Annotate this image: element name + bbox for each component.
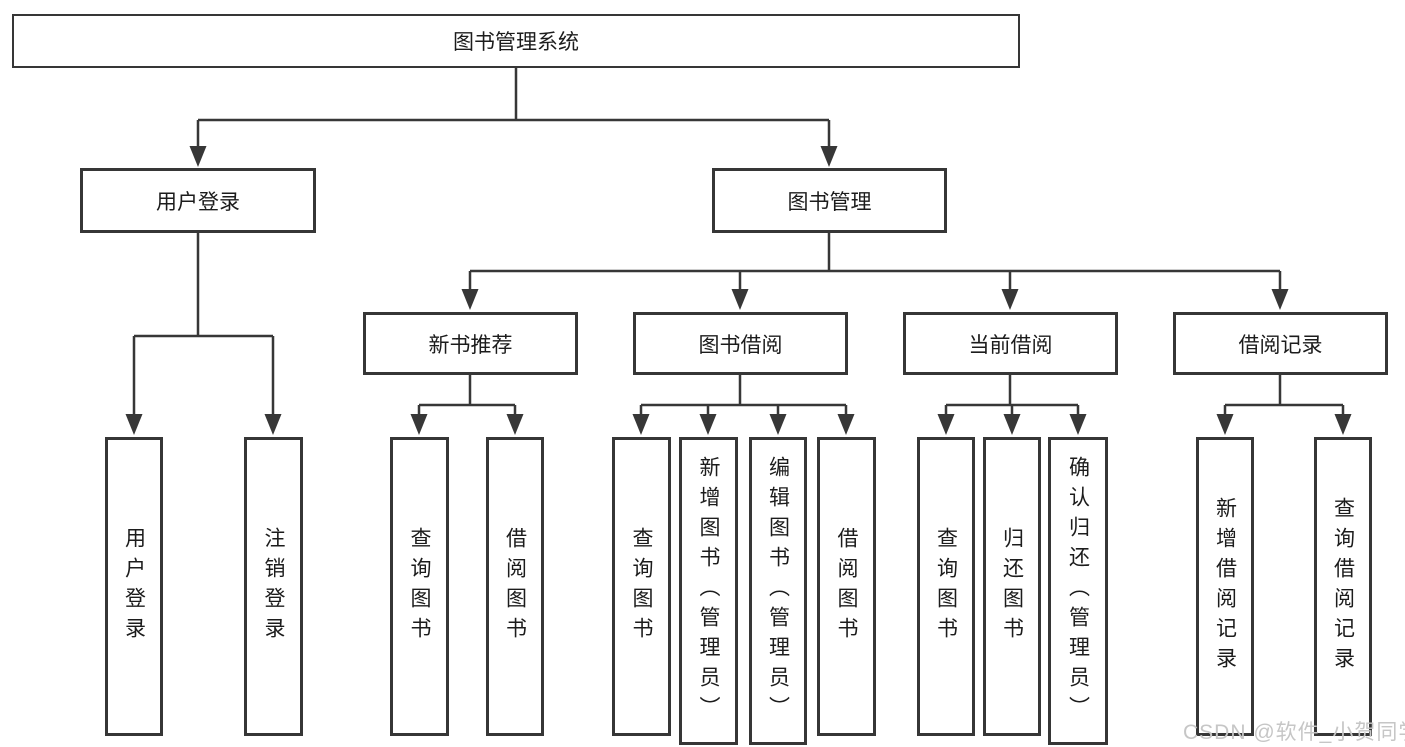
watermark: CSDN @软件_小贺同学 (1183, 721, 1405, 744)
leaf-borrow-books-borrowing: 借阅图书 (817, 437, 876, 736)
leaf-borrow-books-newbook: 借阅图书 (486, 437, 544, 736)
node-library-system: 图书管理系统 (12, 14, 1020, 68)
node-new-book-recommendation: 新书推荐 (363, 312, 578, 375)
leaf-return-books: 归还图书 (983, 437, 1041, 736)
leaf-query-books-current: 查询图书 (917, 437, 975, 736)
node-borrowing-records: 借阅记录 (1173, 312, 1388, 375)
leaf-query-books-newbook: 查询图书 (390, 437, 449, 736)
leaf-edit-book-admin: 编辑图书（管理员） (749, 437, 807, 745)
leaf-add-book-admin: 新增图书（管理员） (679, 437, 738, 745)
leaf-user-login: 用户登录 (105, 437, 163, 736)
leaf-add-borrow-record: 新增借阅记录 (1196, 437, 1254, 736)
node-book-management: 图书管理 (712, 168, 947, 233)
leaf-confirm-return-admin: 确认归还（管理员） (1048, 437, 1108, 745)
leaf-logout: 注销登录 (244, 437, 303, 736)
node-book-borrowing: 图书借阅 (633, 312, 848, 375)
leaf-query-books-borrowing: 查询图书 (612, 437, 671, 736)
node-user-login: 用户登录 (80, 168, 316, 233)
node-current-borrowing: 当前借阅 (903, 312, 1118, 375)
leaf-query-borrow-record: 查询借阅记录 (1314, 437, 1372, 736)
